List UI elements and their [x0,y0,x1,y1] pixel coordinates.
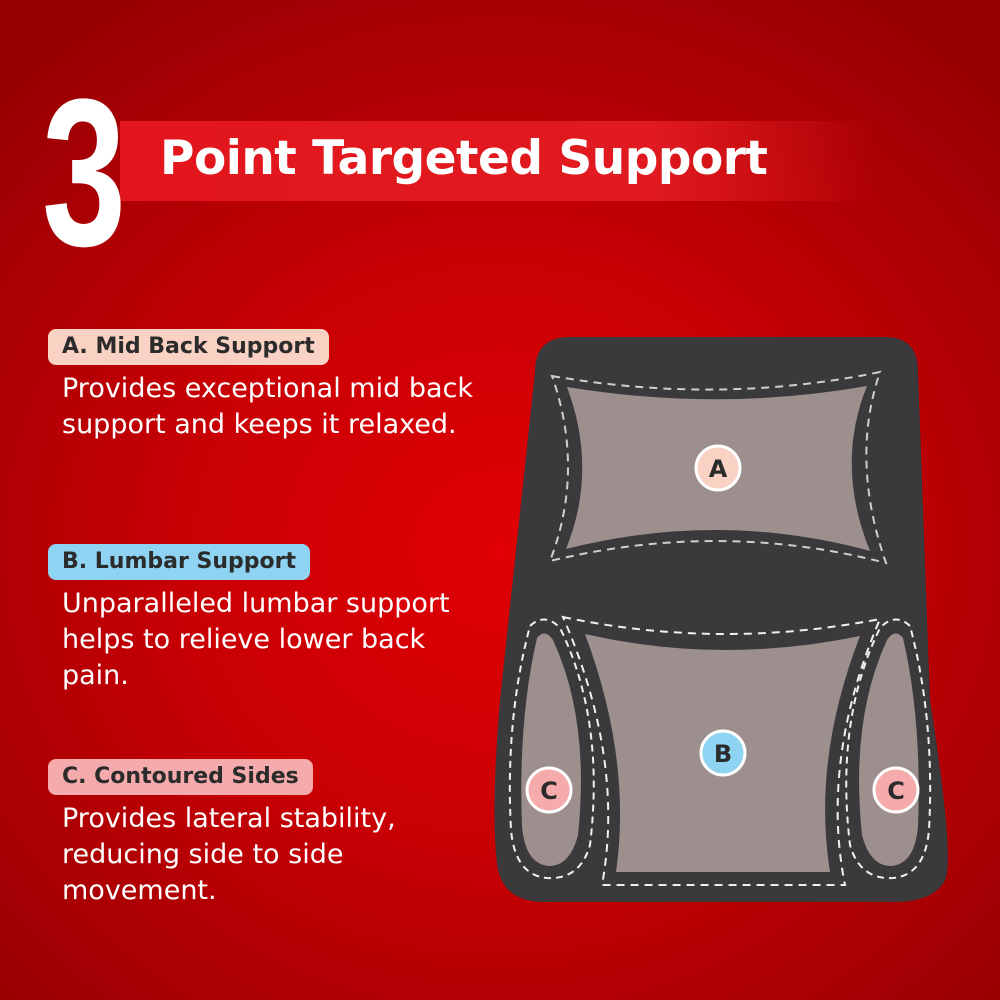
panel-b-stitch [561,615,882,886]
title-band [120,121,880,201]
svg-text:B: B [714,740,732,768]
feature-description-b: Unparalleled lumbar support helps to rel… [62,588,450,691]
feature-label-b: B. Lumbar Support [48,544,310,580]
panel-a-stitch [548,370,888,565]
badge-b: B [699,729,747,777]
page-title: Point Targeted Support [160,131,768,186]
svg-text:C: C [887,777,905,805]
feature-description-c: Provides lateral stability, reducing sid… [62,803,396,906]
feature-mid-back: A. Mid Back Support Provides exceptional… [48,329,482,443]
svg-text:C: C [540,777,558,805]
panel-c-left-stitch [508,618,595,880]
feature-label-a: A. Mid Back Support [48,329,329,365]
badge-c-right: C [872,766,920,814]
feature-label-c: C. Contoured Sides [48,759,313,795]
badge-c-left: C [525,766,573,814]
big-number: 3 [42,55,126,290]
svg-text:A: A [709,455,728,483]
panel-c-right-stitch [845,618,932,880]
back-cushion-diagram: A B C C [494,337,948,902]
feature-contoured-sides: C. Contoured Sides Provides lateral stab… [48,759,482,909]
feature-lumbar: B. Lumbar Support Unparalleled lumbar su… [48,544,482,694]
badge-a: A [694,444,742,492]
feature-description-a: Provides exceptional mid back support an… [62,373,473,440]
